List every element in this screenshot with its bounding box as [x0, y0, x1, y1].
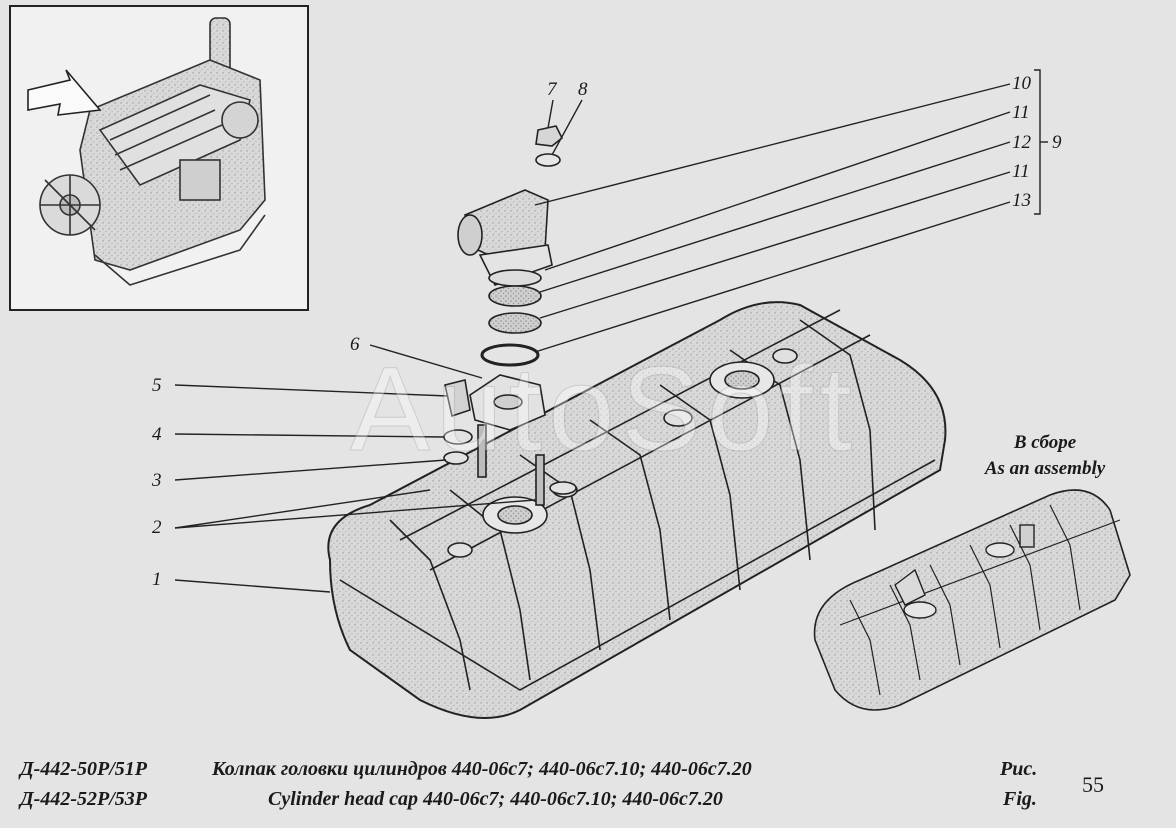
callout-6: 6 — [350, 334, 360, 355]
callout-10: 10 — [1012, 73, 1031, 94]
callout-8: 8 — [578, 79, 588, 100]
part-stud-a — [477, 424, 487, 478]
footer-model-en: Д-442-52Р/53Р — [20, 788, 147, 810]
part-nut — [535, 125, 564, 147]
assembly-label-en: As an assembly — [984, 457, 1106, 479]
footer-model-ru: Д-442-50Р/51Р — [20, 758, 147, 780]
part-gasket-lower — [488, 312, 542, 334]
footer-fig-ru: Рис. — [1000, 758, 1038, 780]
part-filter-element — [488, 285, 542, 307]
part-stud-b — [535, 454, 545, 506]
callout-3: 3 — [152, 470, 162, 491]
part-washer — [535, 153, 561, 167]
part-gasket-upper — [488, 269, 542, 287]
callout-11-lower: 11 — [1012, 161, 1030, 182]
footer-fig-en: Fig. — [1003, 788, 1037, 810]
engine-inset — [9, 5, 309, 311]
part-plug — [444, 379, 471, 418]
part-ring — [480, 343, 540, 367]
assembly-label: В сборе As an assembly — [955, 430, 1135, 481]
cylinder-head-cap — [327, 301, 947, 719]
leader-lines — [174, 69, 1048, 593]
callout-9: 9 — [1052, 132, 1062, 153]
callout-11-upper: 11 — [1012, 102, 1030, 123]
footer-title-en: Cylinder head cap 440-06с7; 440-06с7.10;… — [268, 788, 723, 810]
engine-sketch — [39, 17, 266, 286]
exploded-parts — [443, 125, 577, 506]
callout-5: 5 — [152, 375, 162, 396]
part-washer-3 — [443, 451, 469, 465]
callout-7: 7 — [547, 79, 557, 100]
watermark: AutoSoft — [349, 342, 859, 477]
callout-1: 1 — [152, 569, 162, 590]
callout-4: 4 — [152, 424, 162, 445]
inset-pointer-arrow — [27, 69, 102, 116]
callout-12: 12 — [1012, 132, 1031, 153]
assembled-view — [813, 489, 1131, 711]
callout-13: 13 — [1012, 190, 1031, 211]
footer-title-ru: Колпак головки цилиндров 440-06с7; 440-0… — [212, 758, 752, 780]
assembly-label-ru: В сборе — [1013, 432, 1077, 453]
footer-fig-number: 55 — [1082, 772, 1104, 797]
callout-2: 2 — [152, 517, 162, 538]
